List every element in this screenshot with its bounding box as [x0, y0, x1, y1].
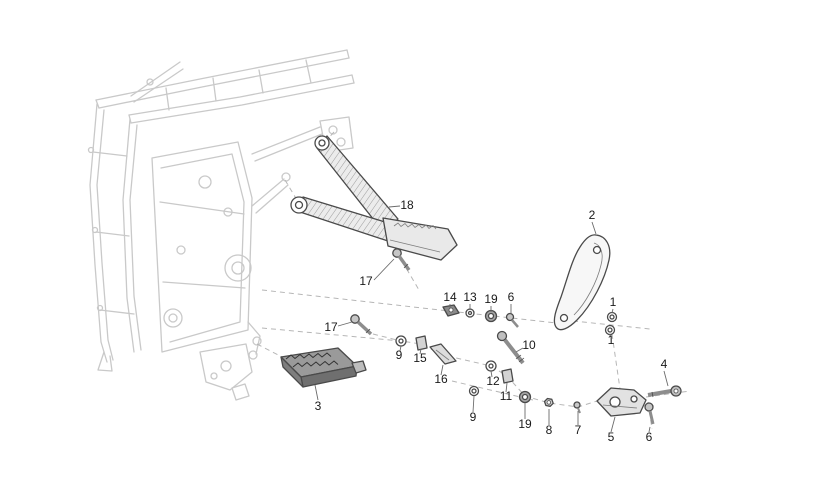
part-label-9: 9	[396, 348, 403, 362]
part-labels: 18 2 17 14 13 19 6 1 17 9 15 10 1 16 12 4 11 3 9 19 8 7 5 6	[315, 198, 668, 444]
part-label-8: 8	[546, 423, 553, 437]
fasteners	[350, 248, 682, 425]
label-leader-lines	[314, 205, 669, 433]
part-3-footpeg	[280, 347, 367, 388]
part-label-5: 5	[608, 430, 615, 444]
part-14-joint	[442, 304, 460, 317]
part-6-bolt-upper	[505, 312, 519, 328]
part-label-4: 4	[661, 357, 668, 371]
part-label-12: 12	[486, 374, 500, 388]
part-4-bolt	[647, 385, 682, 398]
part-6-bolt-lower	[644, 402, 655, 425]
assembly-axis-lines	[256, 131, 691, 430]
footpeg-serration	[393, 222, 437, 230]
part-label-17: 17	[359, 274, 373, 288]
footpeg-teeth-row	[292, 360, 339, 368]
part-8-nut	[543, 397, 554, 407]
part-2-heel-guard	[553, 234, 611, 331]
part-16-sleeve	[429, 343, 457, 365]
part-7-screw	[573, 401, 581, 414]
part-label-17: 17	[324, 320, 338, 334]
part-label-1: 1	[610, 295, 617, 309]
part-13-washer	[465, 308, 475, 318]
part-label-13: 13	[463, 290, 477, 304]
part-5-mount-bracket	[596, 387, 647, 417]
part-17-bolt-upper	[392, 248, 411, 272]
part-label-6: 6	[508, 290, 515, 304]
footpeg-teeth-row	[285, 352, 332, 360]
part-label-11: 11	[500, 389, 513, 403]
part-1-washer-lower	[604, 324, 616, 336]
part-15-spacer	[415, 335, 428, 351]
part-label-14: 14	[443, 290, 457, 304]
part-10-bolt	[496, 330, 525, 365]
part-18-footrest-bracket	[290, 135, 458, 261]
part-label-10: 10	[522, 338, 536, 352]
part-19-washer-upper	[484, 309, 498, 323]
part-9-washer-lower	[468, 385, 480, 397]
part-label-7: 7	[575, 423, 582, 437]
part-label-9: 9	[470, 410, 477, 424]
part-12-washer	[485, 360, 497, 372]
part-label-15: 15	[413, 351, 427, 365]
part-19-washer-lower	[518, 390, 532, 404]
part-11-spacer	[501, 368, 514, 384]
part-17-bolt-lower	[350, 314, 373, 336]
part-label-18: 18	[400, 198, 414, 212]
part-label-19: 19	[484, 292, 498, 306]
frame-outline	[87, 49, 355, 401]
part-9-washer-upper	[395, 335, 407, 347]
part-label-6: 6	[646, 430, 653, 444]
part-label-3: 3	[315, 399, 322, 413]
part-label-16: 16	[434, 372, 448, 386]
part-label-1: 1	[608, 333, 615, 347]
part-label-2: 2	[589, 208, 596, 222]
part-1-washer-upper	[606, 311, 618, 323]
part-label-19: 19	[518, 417, 532, 431]
